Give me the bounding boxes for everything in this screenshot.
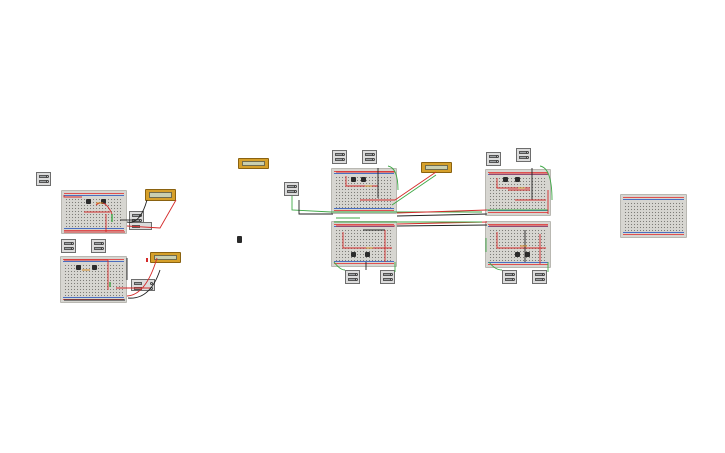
power-supply-icon[interactable] (129, 222, 152, 230)
ic-chip[interactable] (351, 177, 356, 182)
power-supply-icon[interactable] (532, 270, 547, 284)
ic-chip[interactable] (365, 252, 370, 257)
lcd-display-icon[interactable] (421, 162, 452, 173)
power-supply-icon[interactable] (380, 270, 395, 284)
ic-chip[interactable] (351, 252, 356, 257)
ic-chip[interactable] (503, 177, 508, 182)
battery-icon[interactable] (237, 236, 242, 243)
breadboard[interactable] (61, 190, 127, 234)
power-supply-icon[interactable] (345, 270, 360, 284)
breadboard[interactable] (60, 256, 127, 303)
lcd-display-icon[interactable] (145, 189, 176, 201)
breadboard[interactable] (331, 221, 397, 267)
ic-chip[interactable] (76, 265, 81, 270)
ic-chip[interactable] (361, 177, 366, 182)
power-supply-icon[interactable] (332, 150, 347, 164)
power-supply-icon[interactable] (61, 239, 76, 253)
ic-chip[interactable] (525, 252, 530, 257)
lcd-display-icon[interactable] (238, 158, 269, 169)
power-supply-icon[interactable] (131, 279, 155, 291)
power-supply-icon[interactable] (362, 150, 377, 164)
ic-chip[interactable] (515, 177, 520, 182)
ic-chip[interactable] (101, 199, 106, 204)
power-supply-icon[interactable] (516, 148, 531, 162)
ic-chip[interactable] (92, 265, 97, 270)
power-supply-icon[interactable] (502, 270, 517, 284)
power-supply-icon[interactable] (36, 172, 51, 186)
power-supply-icon[interactable] (486, 152, 501, 166)
power-supply-icon[interactable] (91, 239, 106, 253)
breadboard[interactable] (485, 221, 551, 268)
breadboard[interactable] (331, 168, 397, 214)
power-supply-icon[interactable] (284, 182, 299, 196)
ic-chip[interactable] (515, 252, 520, 257)
lcd-display-icon[interactable] (150, 252, 181, 263)
breadboard[interactable] (620, 194, 687, 238)
ic-chip[interactable] (86, 199, 91, 204)
